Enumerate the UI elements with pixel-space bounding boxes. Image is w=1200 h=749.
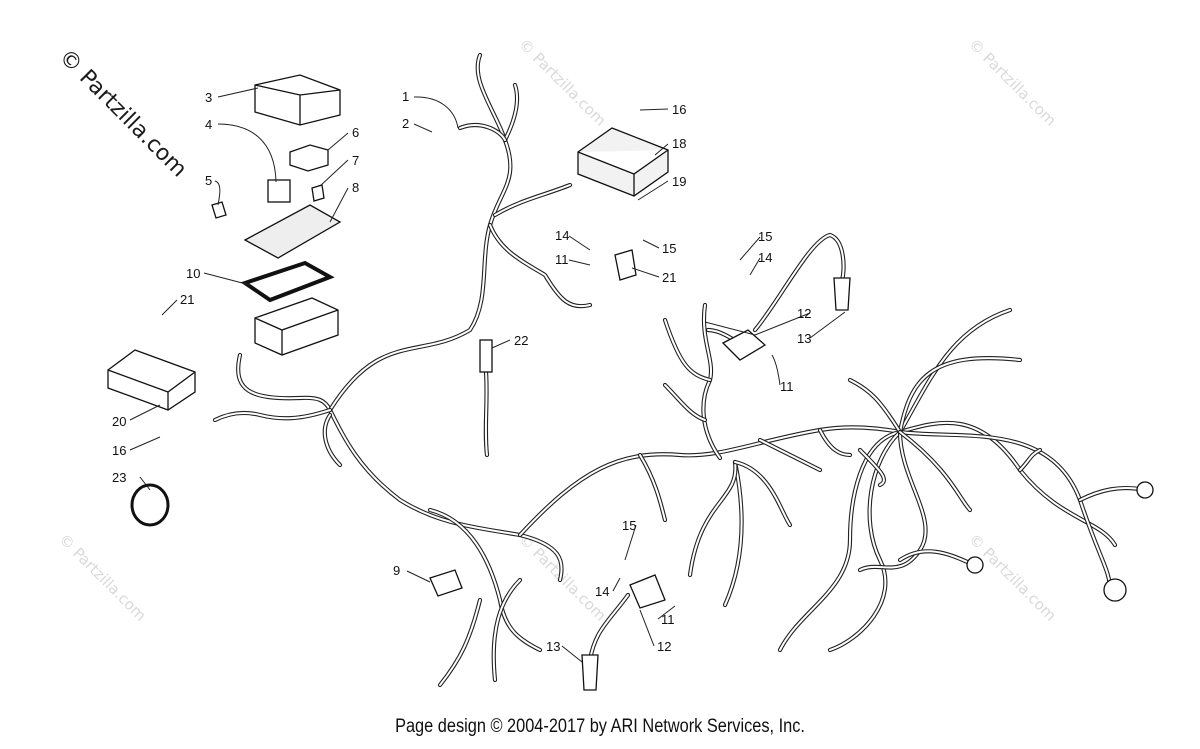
callout-13-lower: 13: [546, 639, 560, 654]
callout-3: 3: [205, 90, 212, 105]
callout-7: 7: [352, 153, 359, 168]
callout-16-left: 16: [112, 443, 126, 458]
callout-17: 18: [672, 136, 686, 151]
partzilla-watermark-faint: © Partzilla.com: [965, 35, 1060, 130]
callout-21: 21: [662, 270, 676, 285]
callout-4: 4: [205, 117, 212, 132]
callout-2: 2: [402, 116, 409, 131]
callout-11-lower: 11: [661, 612, 675, 627]
callout-11-upper: 11: [555, 252, 569, 267]
callout-9: 9: [393, 563, 400, 578]
callout-6: 6: [352, 125, 359, 140]
callout-14-upper: 14: [555, 228, 569, 243]
callout-12-lower: 12: [657, 639, 671, 654]
callout-18: 19: [672, 174, 686, 189]
callout-1: 1: [402, 89, 409, 104]
callout-11-right: 11: [780, 379, 794, 394]
callout-5: 5: [205, 173, 212, 188]
callout-12-upper: 12: [797, 306, 811, 321]
callout-15-mid: 15: [662, 241, 676, 256]
partzilla-watermark-faint: © Partzilla.com: [965, 530, 1060, 625]
callout-23: 23: [112, 470, 126, 485]
callout-13-upper: 13: [797, 331, 811, 346]
callout-16-top: 16: [672, 102, 686, 117]
harness-wires: [212, 52, 1148, 688]
callout-15-right: 15: [758, 229, 772, 244]
partzilla-watermark-main: © Partzilla.com: [54, 45, 192, 183]
page-footer-copyright: Page design © 2004-2017 by ARI Network S…: [395, 716, 805, 737]
component-parts: [107, 74, 1154, 691]
partzilla-watermark-faint: © Partzilla.com: [515, 35, 610, 130]
callout-19: 20: [112, 414, 126, 429]
leader-lines: [129, 87, 846, 663]
callout-labels: 3 4 5 6 7 8 10 1 2 16 18 19 21 20 16 23 …: [112, 89, 811, 654]
callout-15-lower: 15: [622, 518, 636, 533]
callout-20: 21: [180, 292, 194, 307]
callout-22: 22: [514, 333, 528, 348]
partzilla-watermark-faint: © Partzilla.com: [55, 530, 150, 625]
callout-14-right: 14: [758, 250, 772, 265]
callout-10: 10: [186, 266, 200, 281]
callout-8: 8: [352, 180, 359, 195]
callout-14-lower: 14: [595, 584, 609, 599]
